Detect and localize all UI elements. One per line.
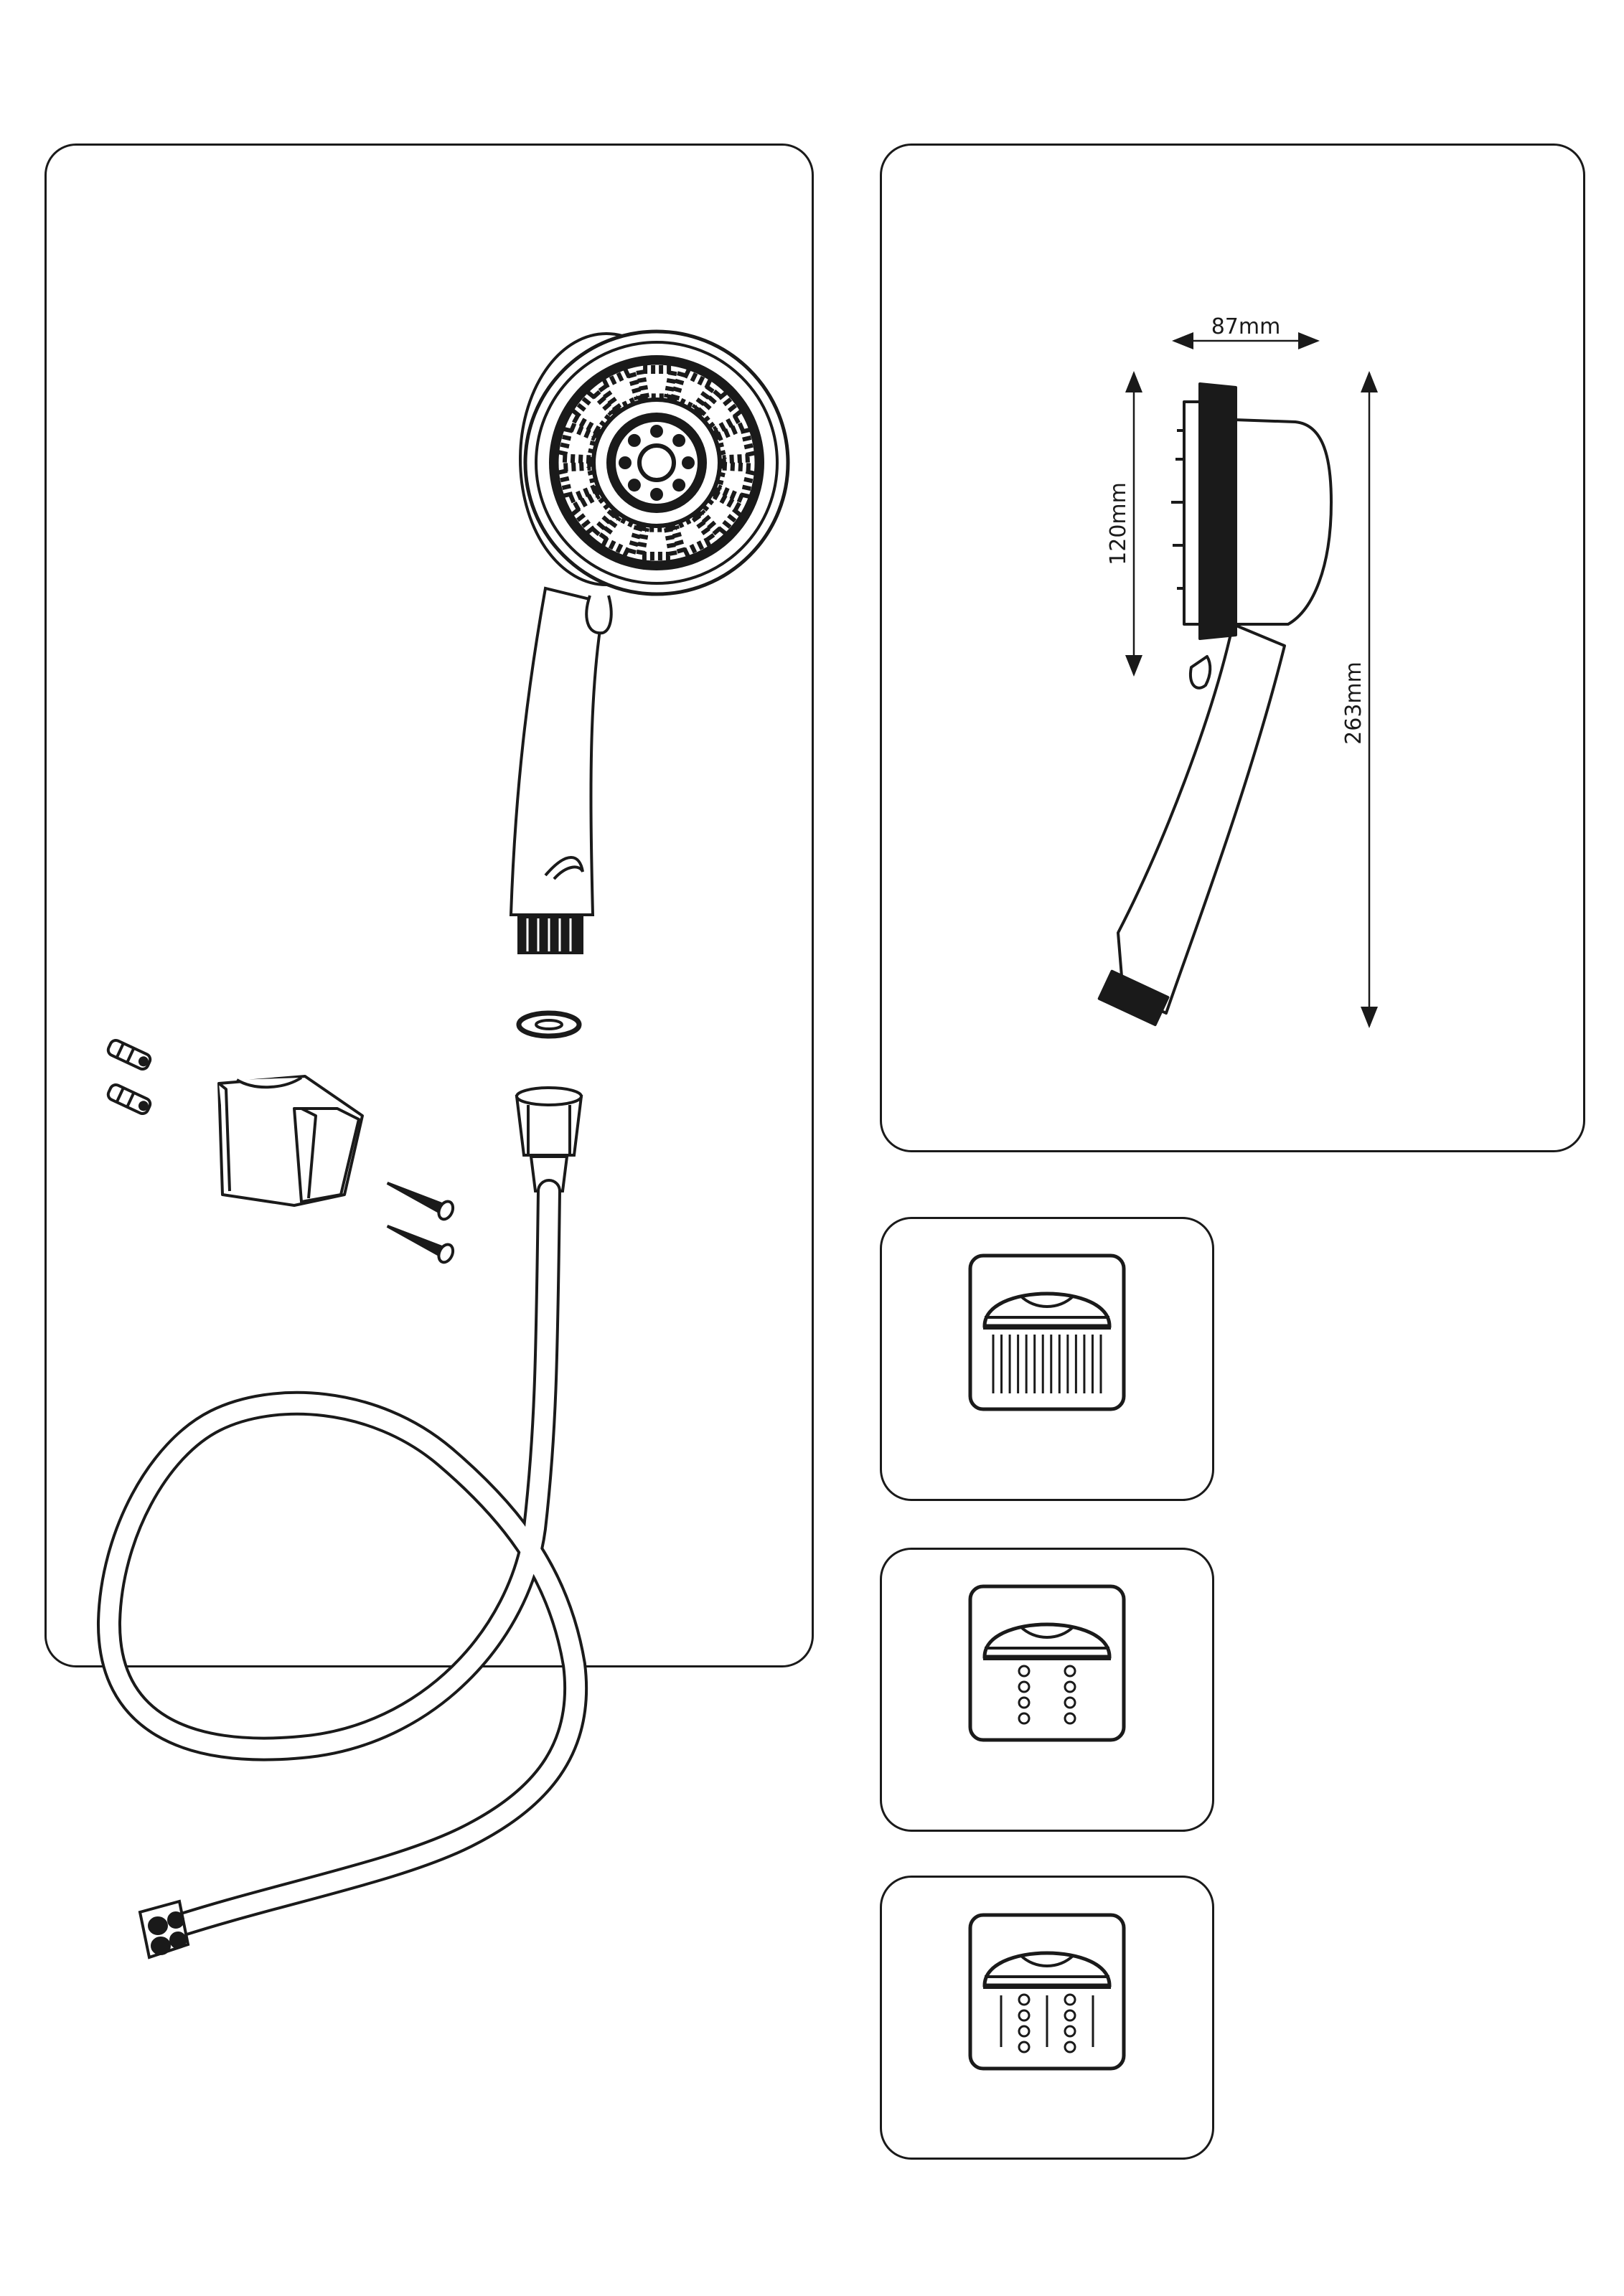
wall-bracket xyxy=(217,1075,364,1207)
wall-plugs xyxy=(106,1038,152,1116)
width-dimension-label: 87mm xyxy=(1211,314,1281,339)
spray-face-pattern xyxy=(549,355,764,570)
washer xyxy=(516,1010,582,1039)
hose-end-nut xyxy=(138,1899,190,1959)
hose-nut xyxy=(515,1086,583,1192)
total-length-dimension-label: 263mm xyxy=(1341,662,1366,745)
dimension-lines xyxy=(1125,332,1378,1028)
screws xyxy=(386,1182,455,1264)
face-height-dimension-label: 120mm xyxy=(1106,482,1131,565)
mixed-spray-icon xyxy=(968,1913,1126,2071)
rain-spray-icon xyxy=(968,1253,1126,1411)
shower-hose xyxy=(96,1179,588,1942)
side-view-shower xyxy=(1097,382,1333,1027)
massage-spray-icon xyxy=(968,1584,1126,1742)
